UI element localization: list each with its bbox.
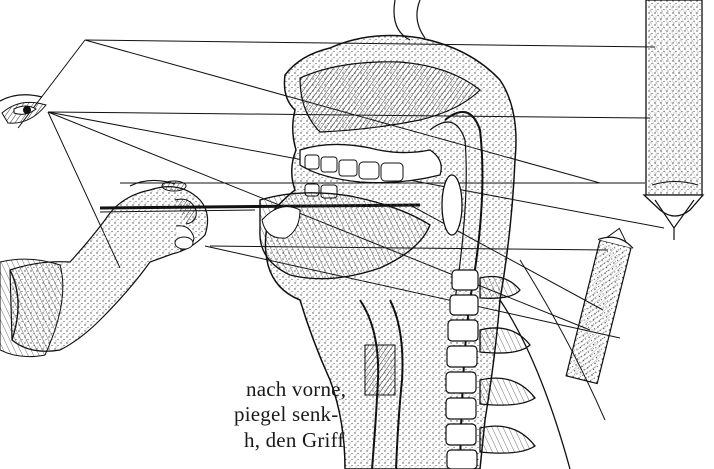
tilted-mirror-image-icon [564, 224, 637, 384]
eye-icon [0, 95, 46, 123]
caption-line-3: h, den Griff [244, 428, 345, 453]
caption-line-2: piegel senk- [234, 402, 338, 427]
caption-line-1: nach vorne, [246, 377, 346, 402]
mirror-image-larynx-icon [644, 0, 703, 240]
